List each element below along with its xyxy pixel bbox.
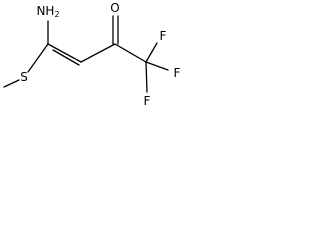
bond-methyl-sulfur — [3, 79, 20, 88]
bond-c4-fluorine-top — [145, 42, 158, 63]
bond-c3-c4 — [114, 43, 147, 63]
fluorine-top-label: F — [160, 29, 167, 43]
molecule-structure: NH2 O S F F F — [3, 1, 181, 108]
bond-c1-c2 — [47, 43, 82, 63]
bond-c4-fluorine-bottom — [145, 61, 148, 93]
amine-label: NH2 — [36, 4, 59, 19]
fluorine-bottom-label: F — [144, 94, 151, 108]
fluorine-right-label: F — [174, 66, 181, 80]
bond-c4-fluorine-right — [145, 61, 169, 71]
bond-c1-c2-double — [52, 49, 80, 66]
oxygen-label: O — [110, 1, 119, 15]
sulfur-label: S — [20, 70, 28, 84]
bond-c2-c3 — [80, 43, 116, 63]
bond-sulfur-c1 — [27, 43, 49, 73]
